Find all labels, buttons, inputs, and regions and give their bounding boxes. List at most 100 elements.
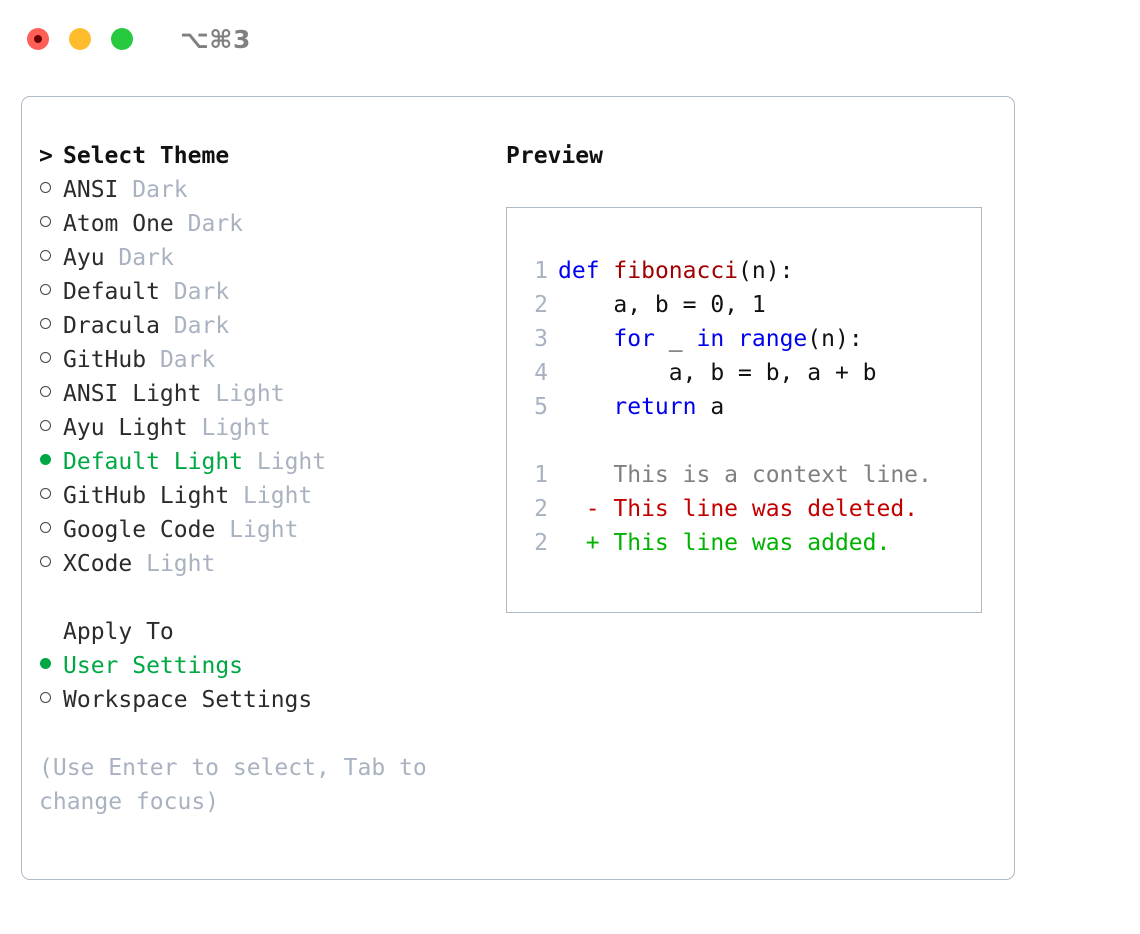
recording-indicator-icon	[34, 35, 42, 43]
theme-variant-tag: Light	[229, 517, 299, 543]
code-token: (n):	[807, 326, 863, 352]
theme-variant-tag: Light	[201, 415, 271, 441]
theme-list-item[interactable]: Dracula Dark	[39, 309, 492, 343]
theme-radio-selected	[39, 445, 63, 479]
theme-name: Ayu Light	[63, 415, 188, 441]
theme-name-gap	[160, 275, 174, 309]
list-spacer	[39, 581, 492, 615]
diff-marker: +	[558, 530, 614, 556]
code-line: 4 a, b = b, a + b	[524, 356, 981, 390]
line-number: 2	[534, 496, 548, 522]
theme-name: Atom One	[63, 211, 174, 237]
theme-name: Default	[63, 279, 160, 305]
apply-to-option-label: User Settings	[63, 653, 244, 679]
preview-heading: Preview	[506, 143, 603, 169]
radio-unselected-icon	[40, 250, 51, 261]
diff-line: 1 This is a context line.	[524, 458, 981, 492]
code-line: 3 for _ in range(n):	[524, 322, 981, 356]
line-number: 1	[534, 462, 548, 488]
theme-name: ANSI Light	[63, 381, 202, 407]
minimize-button[interactable]	[69, 28, 91, 50]
theme-name-gap	[118, 173, 132, 207]
theme-radio	[39, 547, 63, 581]
theme-radio	[39, 309, 63, 343]
theme-name-gap	[229, 479, 243, 513]
maximize-button[interactable]	[111, 28, 133, 50]
code-token: for	[613, 326, 655, 352]
theme-list-item[interactable]: Default Dark	[39, 275, 492, 309]
theme-name: Dracula	[63, 313, 160, 339]
radio-unselected-icon	[40, 692, 51, 703]
theme-list-item[interactable]: ANSI Light Light	[39, 377, 492, 411]
radio-unselected-icon	[40, 182, 51, 193]
apply-to-option-label: Workspace Settings	[63, 687, 313, 713]
theme-list-item[interactable]: Ayu Light Light	[39, 411, 492, 445]
radio-unselected-icon	[40, 318, 51, 329]
theme-variant-tag: Light	[256, 449, 327, 475]
theme-list-item[interactable]: XCode Light	[39, 547, 492, 581]
code-token: fibonacci	[613, 258, 739, 284]
code-token	[558, 394, 613, 420]
apply-to-option[interactable]: Workspace Settings	[39, 683, 492, 717]
radio-unselected-icon	[40, 284, 51, 295]
theme-name-gap	[132, 547, 146, 581]
theme-list-item[interactable]: Ayu Dark	[39, 241, 492, 275]
code-line: 2 a, b = 0, 1	[524, 288, 981, 322]
code-token: range	[738, 326, 808, 352]
theme-name-gap	[201, 377, 215, 411]
diff-line: 2 - This line was deleted.	[524, 492, 981, 526]
theme-radio	[39, 411, 63, 445]
theme-radio	[39, 207, 63, 241]
theme-name: GitHub Light	[63, 483, 230, 509]
theme-name-gap	[146, 343, 160, 377]
theme-list-item[interactable]: Google Code Light	[39, 513, 492, 547]
code-token: a	[696, 394, 725, 420]
code-token	[724, 326, 738, 352]
radio-selected-icon	[40, 658, 51, 669]
radio-unselected-icon	[40, 556, 51, 567]
theme-name-gap	[160, 309, 174, 343]
line-number: 4	[534, 360, 548, 386]
theme-name: GitHub	[63, 347, 147, 373]
theme-variant-tag: Dark	[173, 279, 230, 305]
theme-name: XCode	[63, 551, 133, 577]
theme-list-item[interactable]: Default Light Light	[39, 445, 492, 479]
theme-list-item[interactable]: Atom One Dark	[39, 207, 492, 241]
theme-list-item[interactable]: ANSI Dark	[39, 173, 492, 207]
prompt-caret-icon: >	[39, 143, 53, 169]
code-token: a, b = b, a + b	[558, 360, 877, 386]
title-bar: ⌥⌘3	[0, 0, 1140, 78]
theme-list-item[interactable]: GitHub Dark	[39, 343, 492, 377]
keyboard-hint: (Use Enter to select, Tab to change focu…	[39, 755, 441, 815]
code-token: a, b = 0, 1	[558, 292, 766, 318]
code-token: _	[654, 326, 697, 352]
theme-radio	[39, 479, 63, 513]
code-token: (n):	[738, 258, 794, 284]
diff-marker: -	[558, 496, 614, 522]
apply-to-option[interactable]: User Settings	[39, 649, 492, 683]
theme-variant-tag: Light	[243, 483, 313, 509]
code-token: return	[613, 394, 697, 420]
close-button[interactable]	[27, 28, 49, 50]
radio-unselected-icon	[40, 216, 51, 227]
code-token	[600, 258, 614, 284]
apply-radio-selected	[39, 649, 63, 683]
diff-text: This line was added.	[613, 530, 891, 556]
radio-selected-icon	[40, 454, 51, 465]
theme-variant-tag: Dark	[118, 245, 174, 271]
code-token: def	[558, 258, 600, 284]
code-token	[558, 326, 613, 352]
theme-list-item[interactable]: GitHub Light Light	[39, 479, 492, 513]
theme-radio	[39, 513, 63, 547]
radio-unselected-icon	[40, 420, 51, 431]
code-token: in	[696, 326, 725, 352]
window-controls	[27, 28, 133, 50]
theme-variant-tag: Dark	[132, 177, 188, 203]
radio-unselected-icon	[40, 352, 51, 363]
line-number: 2	[534, 292, 548, 318]
theme-variant-tag: Light	[146, 551, 216, 577]
